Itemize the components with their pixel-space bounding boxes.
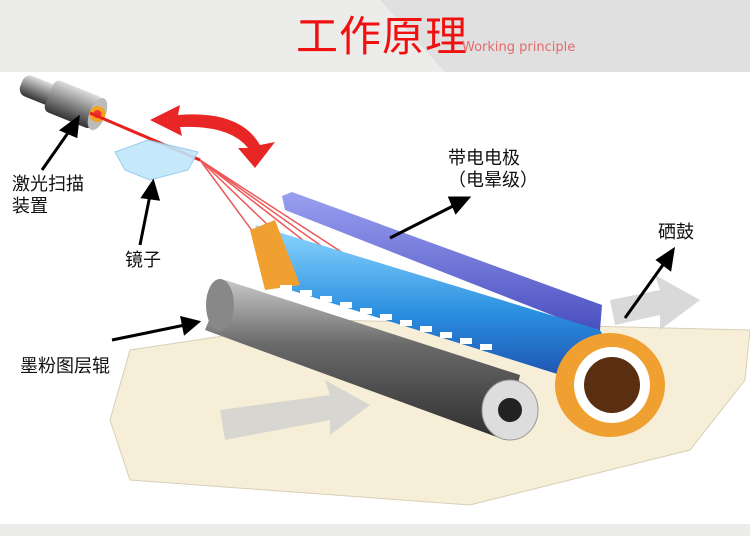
label-drum: 硒鼓 (658, 222, 694, 243)
label-electrode-line2: （电晕级） (448, 170, 538, 191)
page-title: 工作原理 (296, 12, 469, 61)
label-laser-line2: 装置 (12, 196, 48, 217)
footer-band (0, 524, 750, 536)
header-diagonal (380, 0, 750, 72)
label-electrode: 带电电极 （电晕级） (448, 148, 538, 192)
label-toner-roller: 墨粉图层辊 (20, 356, 110, 377)
header-band (0, 0, 750, 72)
toner-roller (205, 279, 539, 441)
rotation-arrow-icon (150, 105, 275, 168)
drum-direction-arrow (610, 275, 700, 330)
paper-direction-arrow (220, 380, 370, 440)
photosensitive-drum (250, 220, 665, 437)
label-laser-scanner: 激光扫描 装置 (12, 174, 84, 218)
label-mirror: 镜子 (125, 250, 161, 271)
label-electrode-line1: 带电电极 (448, 148, 520, 169)
laser-scanner-icon (19, 75, 108, 131)
page-subtitle: Working principle (462, 40, 576, 55)
label-pointer-arrows (40, 114, 676, 342)
label-laser-line1: 激光扫描 (12, 174, 84, 195)
mirror-icon (114, 139, 199, 181)
charged-electrode-bar (282, 192, 602, 330)
